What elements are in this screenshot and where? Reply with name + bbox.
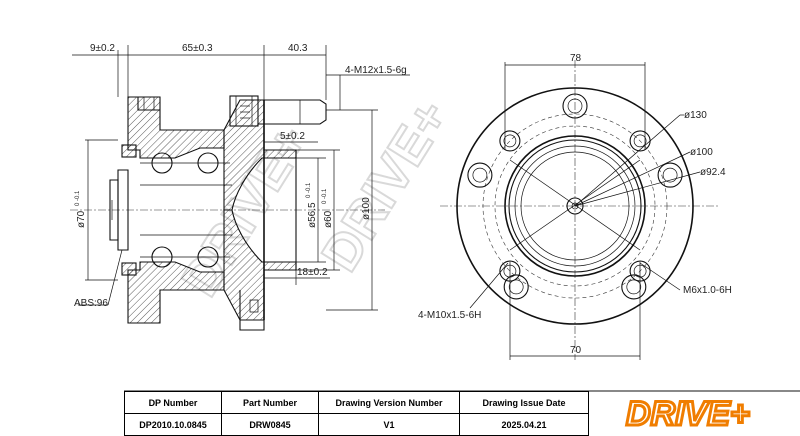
front-view [440, 60, 720, 360]
flange-hole [562, 93, 588, 119]
flange-hole-inner [567, 98, 583, 114]
title-block-header-row: DP Number Part Number Drawing Version Nu… [124, 391, 589, 414]
header-part-number: Part Number [221, 391, 319, 414]
flange-hole [657, 162, 683, 188]
dim-dia60-tol: 0 -0.1 [322, 188, 328, 204]
flange-hole [503, 274, 529, 300]
dim-m10-thread: 4-M10x1.5-6H [418, 310, 481, 321]
dim-dia60: ø60 [323, 210, 334, 228]
flange-hole-inner [472, 167, 488, 183]
header-issue-date: Drawing Issue Date [459, 391, 589, 414]
dim-m6-thread: M6x1.0-6H [683, 285, 732, 296]
dim-dia100: ø100 [690, 147, 713, 158]
stud-hole-thread [503, 134, 517, 148]
dim-65: 65±0.3 [182, 43, 213, 54]
stud-hole-thread [633, 134, 647, 148]
svg-text:DRIVE+: DRIVE+ [311, 90, 460, 281]
value-dp-number: DP2010.10.0845 [124, 413, 222, 436]
drive-logo: DRIVE+ [625, 394, 752, 434]
header-version: Drawing Version Number [318, 391, 460, 414]
dim-dia92: ø92.4 [700, 167, 726, 178]
dim-stud-thread: 4-M12x1.5-6g [345, 65, 407, 76]
dim-dia56-tol: 0 -0.1 [306, 182, 312, 198]
dim-18: 18±0.2 [297, 267, 328, 278]
dim-dia100-vertical: ø100 [361, 197, 372, 220]
flange-hole [621, 274, 647, 300]
value-issue-date: 2025.04.21 [459, 413, 589, 436]
dim-dia70: ø70 [76, 210, 87, 228]
title-block-value-row: DP2010.10.0845 DRW0845 V1 2025.04.21 [124, 413, 589, 436]
dim-dia130: ø130 [684, 110, 707, 121]
dim-70: 70 [570, 345, 582, 356]
title-block: DP Number Part Number Drawing Version Nu… [124, 391, 589, 436]
header-dp-number: DP Number [124, 391, 222, 414]
flange-hole-inner [508, 279, 524, 295]
watermark-right: DRIVE+ [310, 89, 461, 282]
value-part-number: DRW0845 [221, 413, 319, 436]
svg-text:DRIVE+: DRIVE+ [626, 395, 750, 433]
dim-dia56: ø56.5 [307, 202, 318, 228]
dim-abs: ABS:96 [74, 298, 108, 309]
dim-5: 5±0.2 [280, 131, 305, 142]
flange-hole-inner [626, 279, 642, 295]
dim-40: 40.3 [288, 43, 308, 54]
dim-78: 78 [570, 53, 582, 64]
side-section-view [70, 45, 410, 331]
dim-9: 9±0.2 [90, 43, 115, 54]
flange-hole [467, 162, 493, 188]
flange-hole-inner [662, 167, 678, 183]
value-version: V1 [318, 413, 460, 436]
dim-dia70-tol: 0 -0.1 [75, 190, 81, 206]
stud-hole [499, 130, 521, 152]
